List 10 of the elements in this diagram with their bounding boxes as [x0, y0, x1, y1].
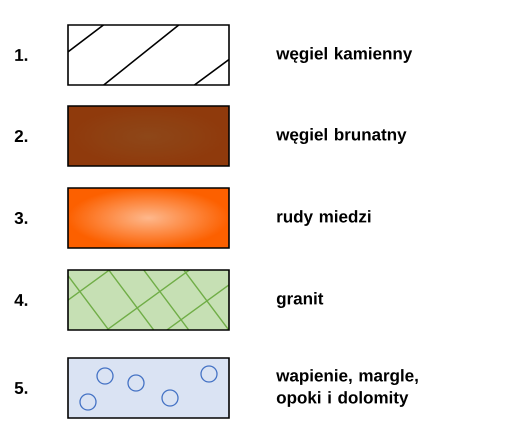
item-number: 2.	[14, 130, 28, 142]
legend-text: węgiel brunatny	[276, 128, 406, 144]
item-number: 3.	[14, 212, 28, 224]
item-number: 5.	[14, 382, 28, 394]
item-number: 4.	[14, 294, 28, 306]
legend-text: węgiel kamienny	[276, 47, 412, 63]
legend-text: wapienie, margle, opoki i dolomity	[276, 369, 418, 407]
legend-text: rudy miedzi	[277, 210, 370, 226]
item-number: 1.	[15, 49, 28, 61]
legend-text: granit	[276, 292, 324, 308]
